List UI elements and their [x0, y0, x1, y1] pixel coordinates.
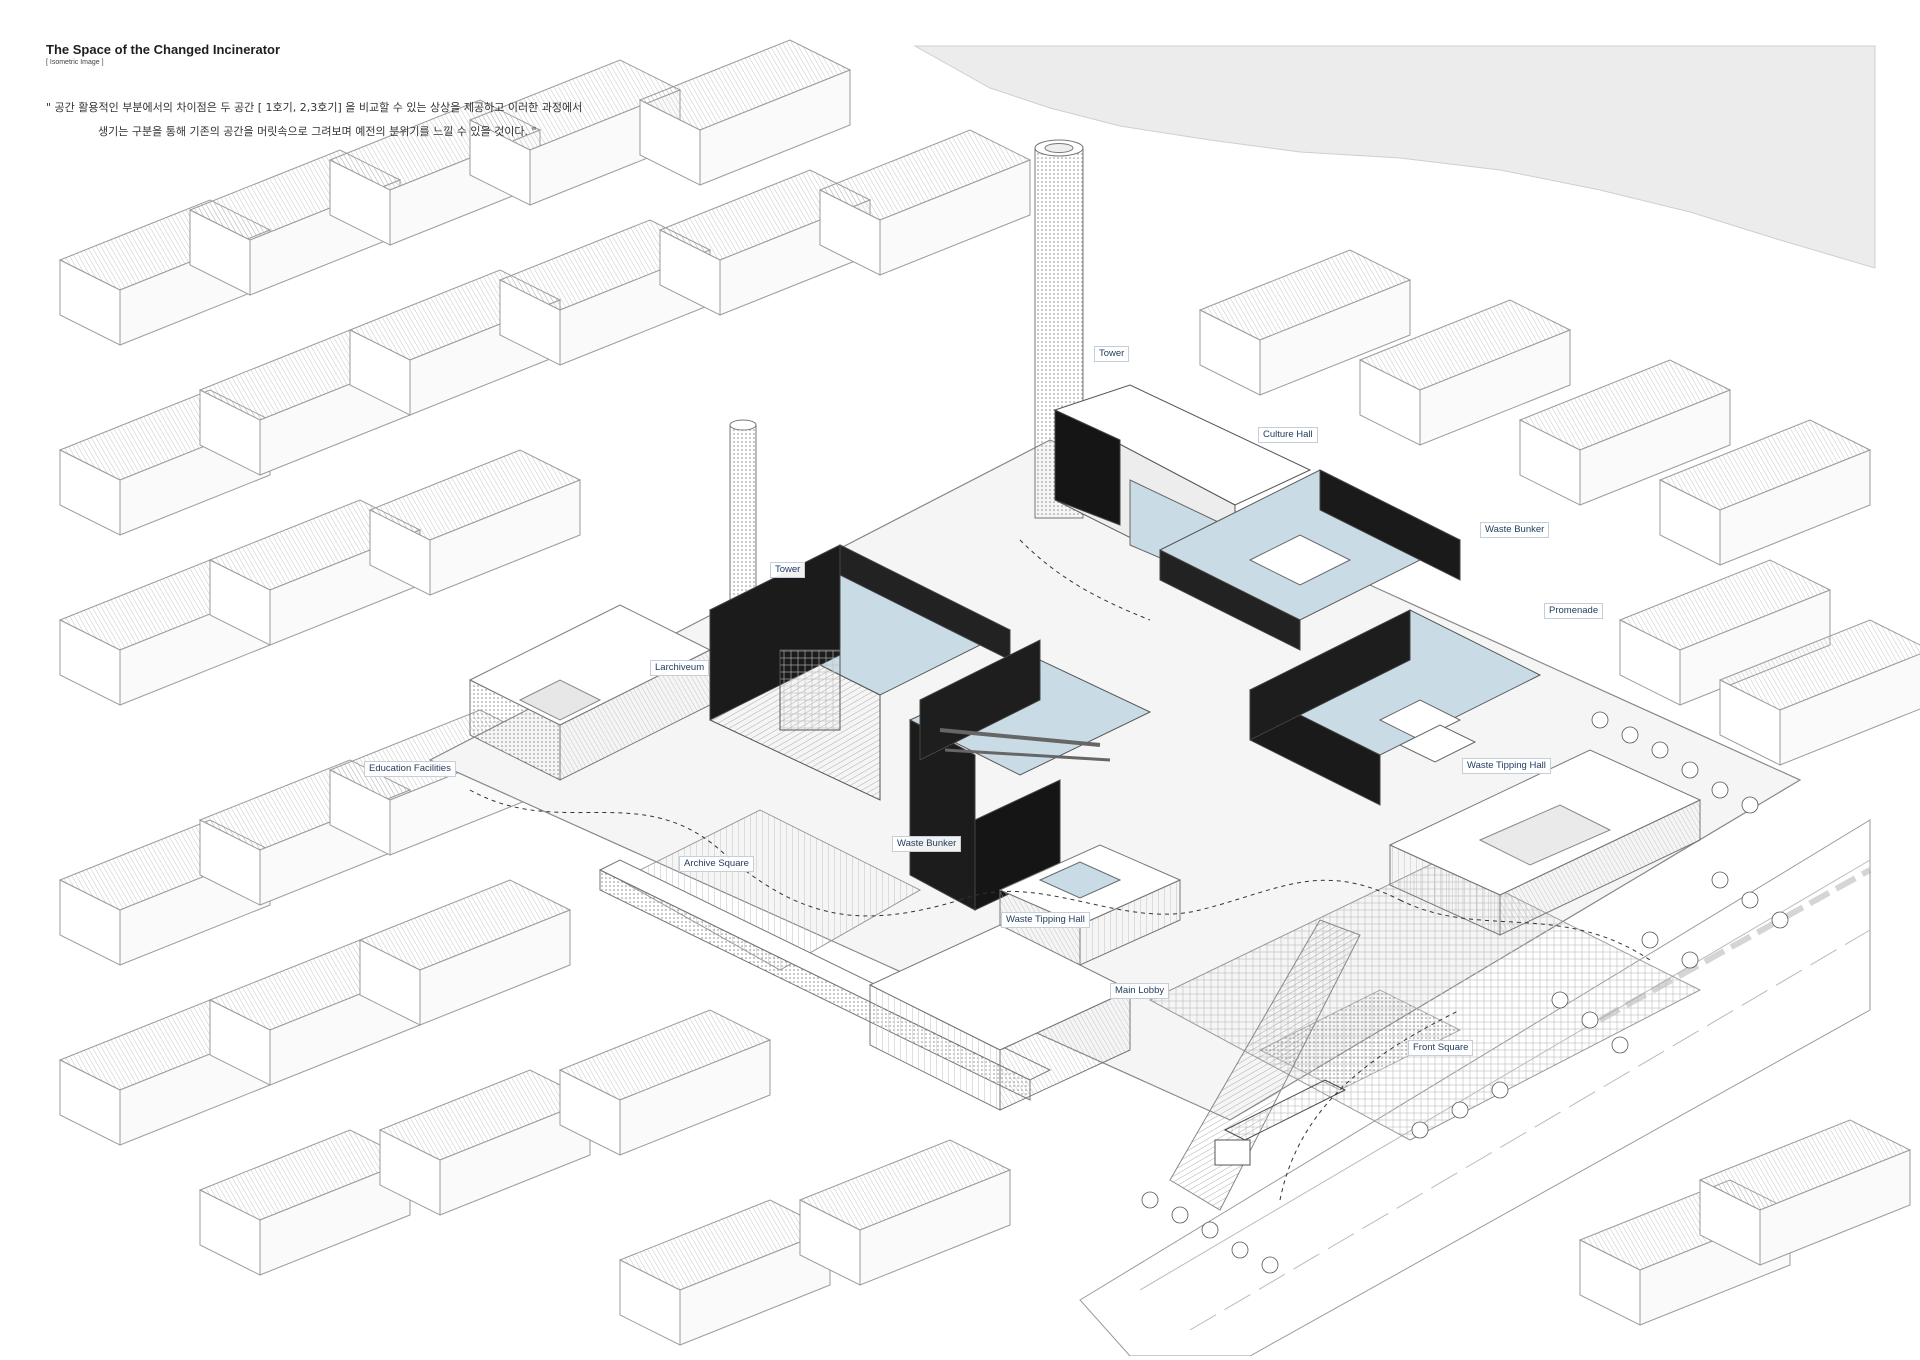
label-tower-left: Tower	[770, 562, 806, 578]
background-wall	[259, 1159, 411, 1276]
background-wall	[1579, 389, 1731, 506]
label-waste-tipping-hall-right: Waste Tipping Hall	[1462, 758, 1551, 774]
label-archive-square: Archive Square	[679, 856, 754, 872]
page-subtitle: [ Isometric Image ]	[46, 59, 104, 66]
description-line-2: 생기는 구분을 통해 기존의 공간을 머릿속으로 그려보며 예전의 분위기를 느…	[98, 125, 537, 138]
tree	[1581, 1011, 1599, 1029]
background-wall	[1419, 329, 1571, 446]
tree	[1741, 796, 1759, 814]
background-wall	[419, 909, 571, 1026]
label-larchiveum: Larchiveum	[650, 660, 710, 676]
label-waste-tipping-hall-center: Waste Tipping Hall	[1001, 912, 1090, 928]
label-waste-bunker-center: Waste Bunker	[892, 836, 962, 852]
tree	[1651, 741, 1669, 759]
tree	[1771, 911, 1789, 929]
label-tower-main: Tower	[1094, 346, 1130, 362]
background-wall	[1759, 1149, 1911, 1266]
right-low-building	[1388, 749, 1702, 936]
tree	[1171, 1206, 1189, 1224]
bridge-path	[1169, 919, 1361, 1211]
tree	[1681, 761, 1699, 779]
tree	[1141, 1191, 1159, 1209]
tree	[1261, 1256, 1279, 1274]
gantry-structure	[1214, 1079, 1347, 1166]
background-wall	[879, 159, 1031, 276]
surrounding-buildings	[58, 39, 1920, 1346]
tree	[1411, 1121, 1429, 1139]
background-wall	[699, 69, 851, 186]
label-promenade: Promenade	[1544, 603, 1604, 619]
circulation-paths	[469, 539, 1651, 1201]
right-dark-volume	[1158, 469, 1462, 651]
tree	[1591, 711, 1609, 729]
river-area	[913, 45, 1876, 269]
tree	[1641, 931, 1659, 949]
page-title: The Space of the Changed Incinerator	[46, 42, 281, 57]
background-wall	[679, 1229, 831, 1346]
tree	[1231, 1241, 1249, 1259]
label-culture-hall: Culture Hall	[1258, 427, 1318, 443]
label-main-lobby: Main Lobby	[1110, 983, 1170, 999]
background-wall	[1779, 653, 1920, 766]
background-wall	[859, 1169, 1011, 1286]
background-wall	[429, 479, 581, 596]
label-waste-bunker-right: Waste Bunker	[1480, 522, 1550, 538]
background-wall	[1719, 449, 1871, 566]
main-lobby-block	[998, 844, 1182, 966]
label-education-facilities: Education Facilities	[364, 761, 456, 777]
tree	[1741, 891, 1759, 909]
tree	[1451, 1101, 1469, 1119]
waste-tipping-hall-right-volume	[1248, 609, 1542, 806]
bottom-glazed-block	[868, 924, 1132, 1111]
label-front-square: Front Square	[1408, 1040, 1474, 1056]
trees	[1141, 711, 1789, 1274]
tree	[1681, 951, 1699, 969]
tree	[1551, 991, 1569, 1009]
tree	[1611, 1036, 1629, 1054]
background-wall	[439, 1099, 591, 1216]
tree	[1621, 726, 1639, 744]
tree	[1711, 871, 1729, 889]
tree	[1491, 1081, 1509, 1099]
tree	[1201, 1221, 1219, 1239]
background-wall	[619, 1039, 771, 1156]
tree	[1711, 781, 1729, 799]
description-line-1: " 공간 활용적인 부분에서의 차이점은 두 공간 [ 1호기, 2,3호기] …	[46, 101, 583, 114]
front-path	[1258, 989, 1462, 1091]
background-wall	[1259, 279, 1411, 396]
education-facilities-block	[468, 604, 712, 781]
